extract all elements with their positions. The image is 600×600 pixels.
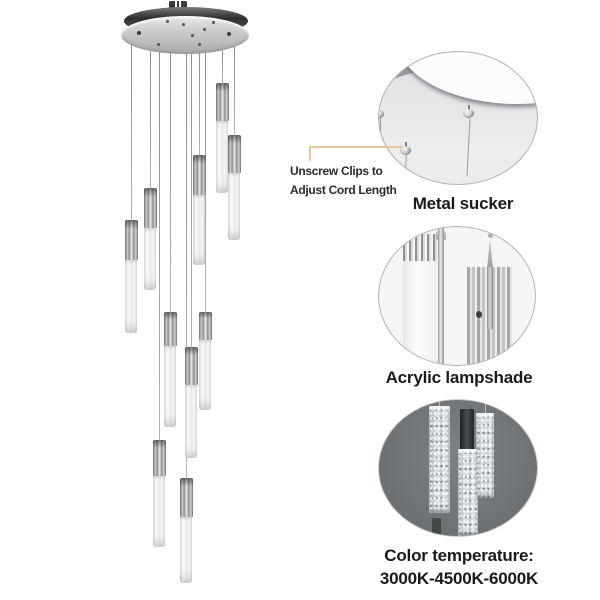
pendant-cap xyxy=(227,135,241,173)
canopy-screw xyxy=(227,32,231,36)
pendant-cord xyxy=(190,54,192,347)
cone-rod xyxy=(487,267,493,329)
detail-circle-acrylic-lampshade xyxy=(378,226,536,366)
cord-hole xyxy=(182,23,185,26)
pendant-tube xyxy=(193,195,205,265)
cord-hole xyxy=(166,20,169,23)
label-metal-sucker: Metal sucker xyxy=(412,194,514,213)
detail-circle-metal-sucker xyxy=(378,51,538,185)
pendant-cap-lower xyxy=(432,518,441,535)
chrome-rod xyxy=(438,227,444,365)
cone-tip xyxy=(487,239,493,267)
pendant-tube xyxy=(180,517,192,583)
pendant-tube xyxy=(216,121,228,193)
detail-circle-color-temperature xyxy=(378,399,538,537)
annotation-line-1: Unscrew Clips to xyxy=(290,164,383,178)
pendant-cord xyxy=(130,44,132,220)
pendant-cord xyxy=(233,47,235,135)
lit-crystal-tube-middle xyxy=(458,449,478,536)
pendant-cord xyxy=(158,52,160,440)
cord-hole xyxy=(157,43,160,46)
pendant-tube xyxy=(185,385,197,458)
cord-line xyxy=(485,400,486,414)
lit-crystal-tube-left xyxy=(429,406,450,513)
pendant-cap-dark xyxy=(460,409,474,451)
pendant-cap xyxy=(163,312,177,346)
metal-sucker-knob-b xyxy=(463,109,474,118)
cord-hole xyxy=(203,28,206,31)
pendant-tube xyxy=(125,260,137,333)
cord-hole xyxy=(212,21,215,24)
annotation-line-horizontal xyxy=(309,146,403,148)
cord-line xyxy=(380,118,381,148)
pendant-cap xyxy=(124,220,138,260)
annotation-line-2: Adjust Cord Length xyxy=(290,183,397,197)
pendant-cap xyxy=(215,83,229,121)
annotation-text: Unscrew Clips to Adjust Cord Length xyxy=(290,162,397,200)
pendant-tube xyxy=(228,173,240,240)
cord-line xyxy=(439,400,440,407)
pendant-cord xyxy=(149,51,151,188)
chandelier-main-image xyxy=(121,1,249,583)
pendant-cap xyxy=(184,347,198,385)
pendant-tube xyxy=(199,340,211,410)
metal-sucker-stem xyxy=(468,105,470,110)
pendant-tube xyxy=(153,476,165,547)
pendant-cord xyxy=(221,50,223,83)
pendant-tube xyxy=(144,228,156,290)
pendant-cap xyxy=(198,312,212,340)
color-temperature-values: 3000K-4500K-6000K xyxy=(379,569,539,588)
pendant-cap xyxy=(192,155,206,195)
finial-ball xyxy=(487,233,493,238)
pendant-cord xyxy=(185,54,187,478)
cord-hole xyxy=(191,34,194,37)
label-color-temperature: Color temperature: 3000K-4500K-6000K xyxy=(366,544,552,590)
label-acrylic-lampshade: Acrylic lampshade xyxy=(385,368,533,387)
lit-crystal-tube-right xyxy=(476,413,494,498)
annotation-line-elbow xyxy=(309,146,311,161)
color-temperature-title: Color temperature: xyxy=(384,546,534,565)
pendant-tube xyxy=(164,346,176,427)
pendant-cord xyxy=(198,53,200,155)
cord-hole xyxy=(198,43,201,46)
canopy-screw xyxy=(137,31,141,35)
metal-sucker-knob-a xyxy=(400,146,411,155)
chrome-crown-closeup xyxy=(403,234,438,261)
metal-sucker-knob-left-edge xyxy=(379,110,384,118)
pendant-cord xyxy=(169,53,171,312)
fastener-dot xyxy=(476,311,482,318)
pendant-cap xyxy=(143,188,157,228)
metal-sucker-stem xyxy=(405,142,407,147)
pendant-cap xyxy=(152,440,166,476)
pendant-cap xyxy=(179,478,193,517)
ceiling-clamp-icon xyxy=(169,1,187,11)
